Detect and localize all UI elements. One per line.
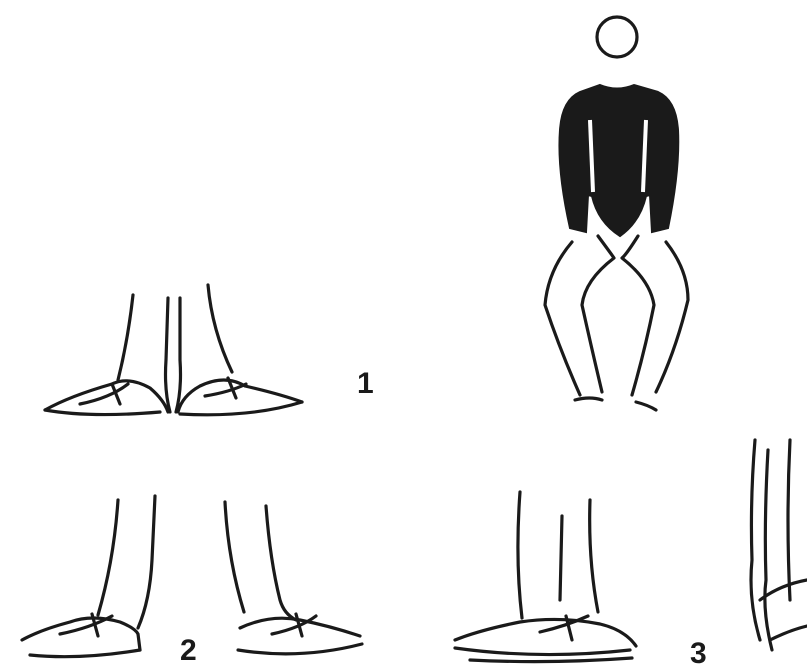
second-position-feet [22, 496, 362, 657]
dancer-right-foot [636, 402, 656, 410]
dancer-head [597, 17, 637, 57]
dancer-plie-figure [545, 17, 688, 410]
dancer-leotard [559, 85, 678, 236]
position-number-1: 1 [357, 367, 374, 400]
third-position-feet [455, 492, 636, 662]
position-number-3: 3 [690, 637, 707, 668]
dancer-left-leg-outer [545, 242, 580, 395]
partial-pointe-feet [751, 440, 807, 650]
dancer-right-leg-inner [622, 236, 654, 395]
dancer-left-foot [575, 398, 602, 400]
dancer-left-leg-inner [582, 236, 614, 392]
dancer-right-leg-outer [656, 242, 688, 392]
first-position-feet [45, 285, 302, 415]
position-number-2: 2 [180, 634, 197, 667]
